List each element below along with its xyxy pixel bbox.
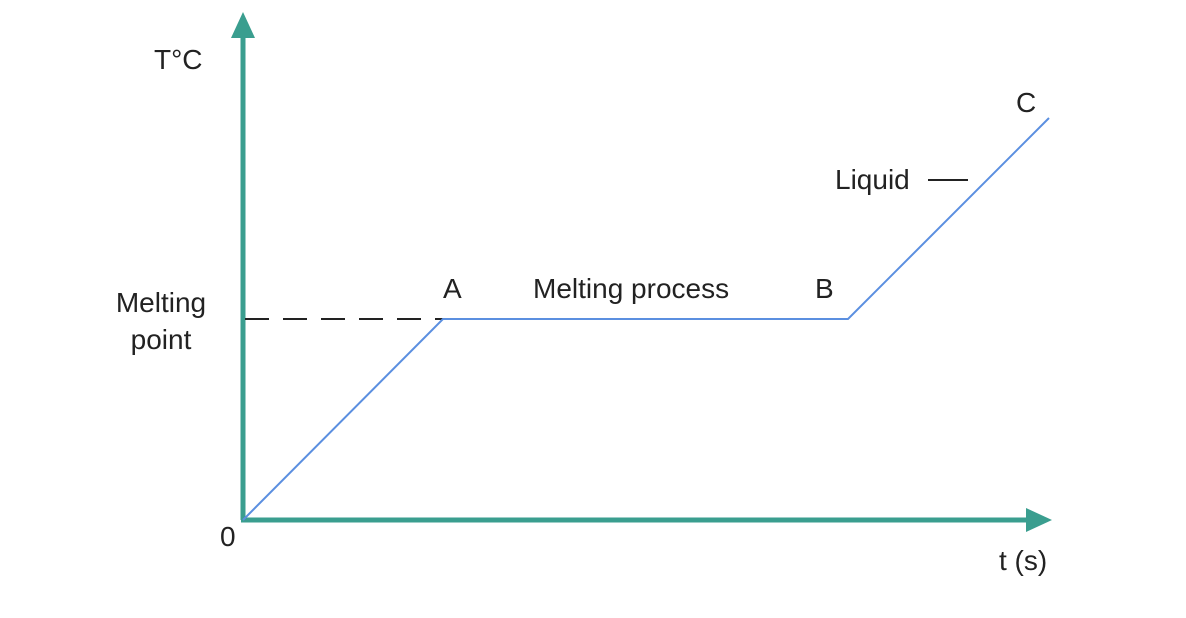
origin-label: 0 <box>220 521 236 552</box>
melting-process-label: Melting process <box>533 273 729 304</box>
x-axis-arrowhead <box>1026 508 1052 532</box>
point-b-label: B <box>815 273 834 304</box>
melting-point-label-line1: Melting <box>116 287 206 318</box>
melting-point-label-line2: point <box>131 324 192 355</box>
y-axis-arrowhead <box>231 12 255 38</box>
x-axis-label: t (s) <box>999 545 1047 576</box>
heating-curve <box>242 117 1050 521</box>
point-a-label: A <box>443 273 462 304</box>
liquid-label: Liquid <box>835 164 910 195</box>
point-c-label: C <box>1016 87 1036 118</box>
y-axis-label: T°C <box>154 44 203 75</box>
